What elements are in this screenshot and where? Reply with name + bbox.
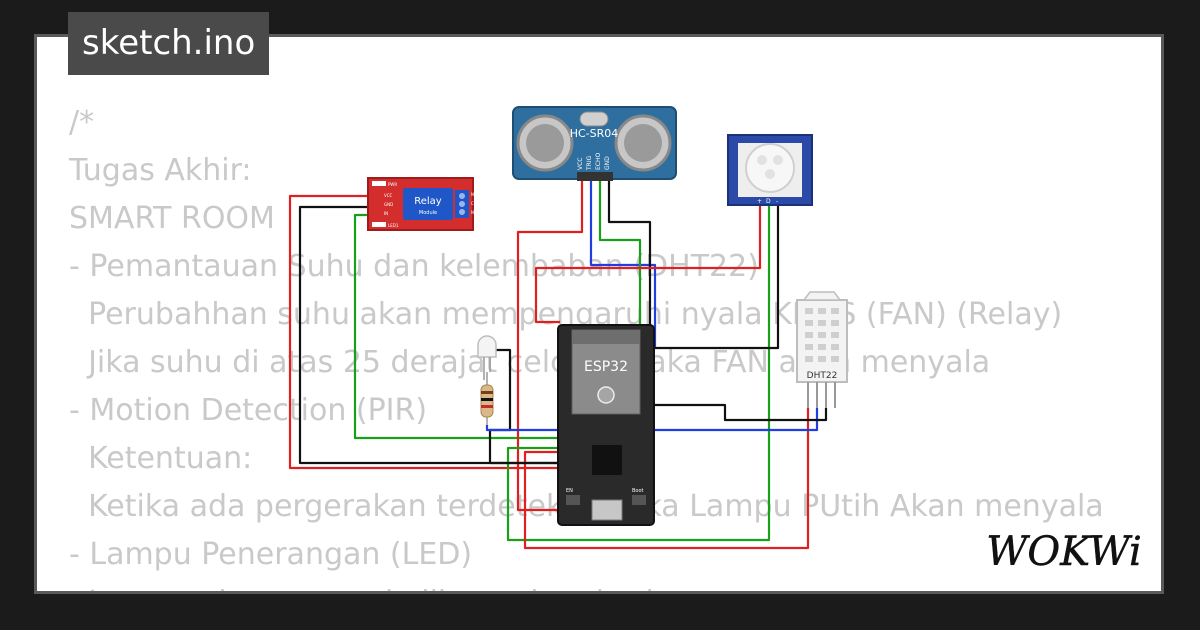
- pin-label: GND: [384, 202, 393, 207]
- pin-label: GND: [604, 156, 611, 170]
- pin-label: IN: [384, 211, 388, 216]
- code-line: /*: [69, 105, 95, 140]
- button-label: Boot: [632, 488, 644, 494]
- terminal-label: COM: [471, 201, 481, 206]
- pin-label: +: [757, 198, 762, 205]
- dht22-label: DHT22: [807, 371, 838, 381]
- pin-label: VCC: [577, 158, 584, 170]
- wire-dht-data: [650, 408, 819, 432]
- pir-sensor[interactable]: + D -: [727, 134, 813, 206]
- ultrasonic-sensor[interactable]: HC-SR04 VCC TRIG ECHO GND: [512, 106, 677, 181]
- wire-relay-gnd: [298, 205, 578, 465]
- wire-relay-in: [353, 213, 578, 440]
- wire-relay-vcc: [288, 194, 578, 470]
- pin-label: -: [776, 198, 778, 205]
- file-name-tab[interactable]: sketch.ino: [68, 12, 270, 75]
- relay-led-label: LED1: [388, 223, 399, 228]
- led[interactable]: [477, 335, 497, 380]
- wire-us-gnd: [607, 180, 652, 342]
- file-name: sketch.ino: [82, 23, 256, 63]
- wokwi-logo-text: WOKWi: [986, 529, 1142, 575]
- dht22-sensor[interactable]: DHT22: [796, 291, 848, 408]
- pin-label: D: [766, 198, 771, 205]
- relay-module[interactable]: Relay Module PWR LED1 VCC GND IN NO COM …: [367, 177, 481, 231]
- pin-label: ECHO: [595, 153, 602, 170]
- code-line: Ketika ada pergerakan terdeteksi maka La…: [88, 489, 1104, 524]
- wire-pir-d: [506, 205, 771, 542]
- wire-dht-gnd: [650, 403, 828, 422]
- code-line: SMART ROOM: [69, 201, 275, 236]
- code-line: Lampu akan menyala jika malam hari: [69, 585, 654, 591]
- relay-sublabel: Module: [419, 210, 437, 216]
- wire-pir-gnd: [650, 205, 780, 350]
- wire-resistor: [485, 425, 578, 432]
- relay-label: Relay: [414, 196, 442, 207]
- terminal-label: NC: [471, 210, 477, 215]
- code-line: - Motion Detection (PIR): [69, 393, 428, 428]
- code-line: Tugas Akhir:: [69, 153, 252, 188]
- pin-label: TRIG: [586, 155, 593, 171]
- esp32-board[interactable]: ESP32 EN Boot: [557, 324, 655, 526]
- ultrasonic-label: HC-SR04: [570, 127, 619, 140]
- resistor[interactable]: [480, 372, 494, 425]
- pin-label: VCC: [384, 193, 393, 198]
- wire-pir-vcc: [534, 205, 762, 324]
- wokwi-logo[interactable]: WOKWi: [978, 525, 1150, 577]
- wire-us-vcc: [516, 180, 584, 512]
- button-label: EN: [566, 488, 573, 494]
- code-line: Ketentuan:: [69, 441, 253, 476]
- code-line: - Lampu Penerangan (LED): [69, 537, 473, 572]
- terminal-label: NO: [471, 192, 477, 197]
- wire-dht-vcc: [523, 408, 810, 550]
- relay-led-label: PWR: [388, 182, 397, 187]
- esp32-label: ESP32: [584, 359, 628, 375]
